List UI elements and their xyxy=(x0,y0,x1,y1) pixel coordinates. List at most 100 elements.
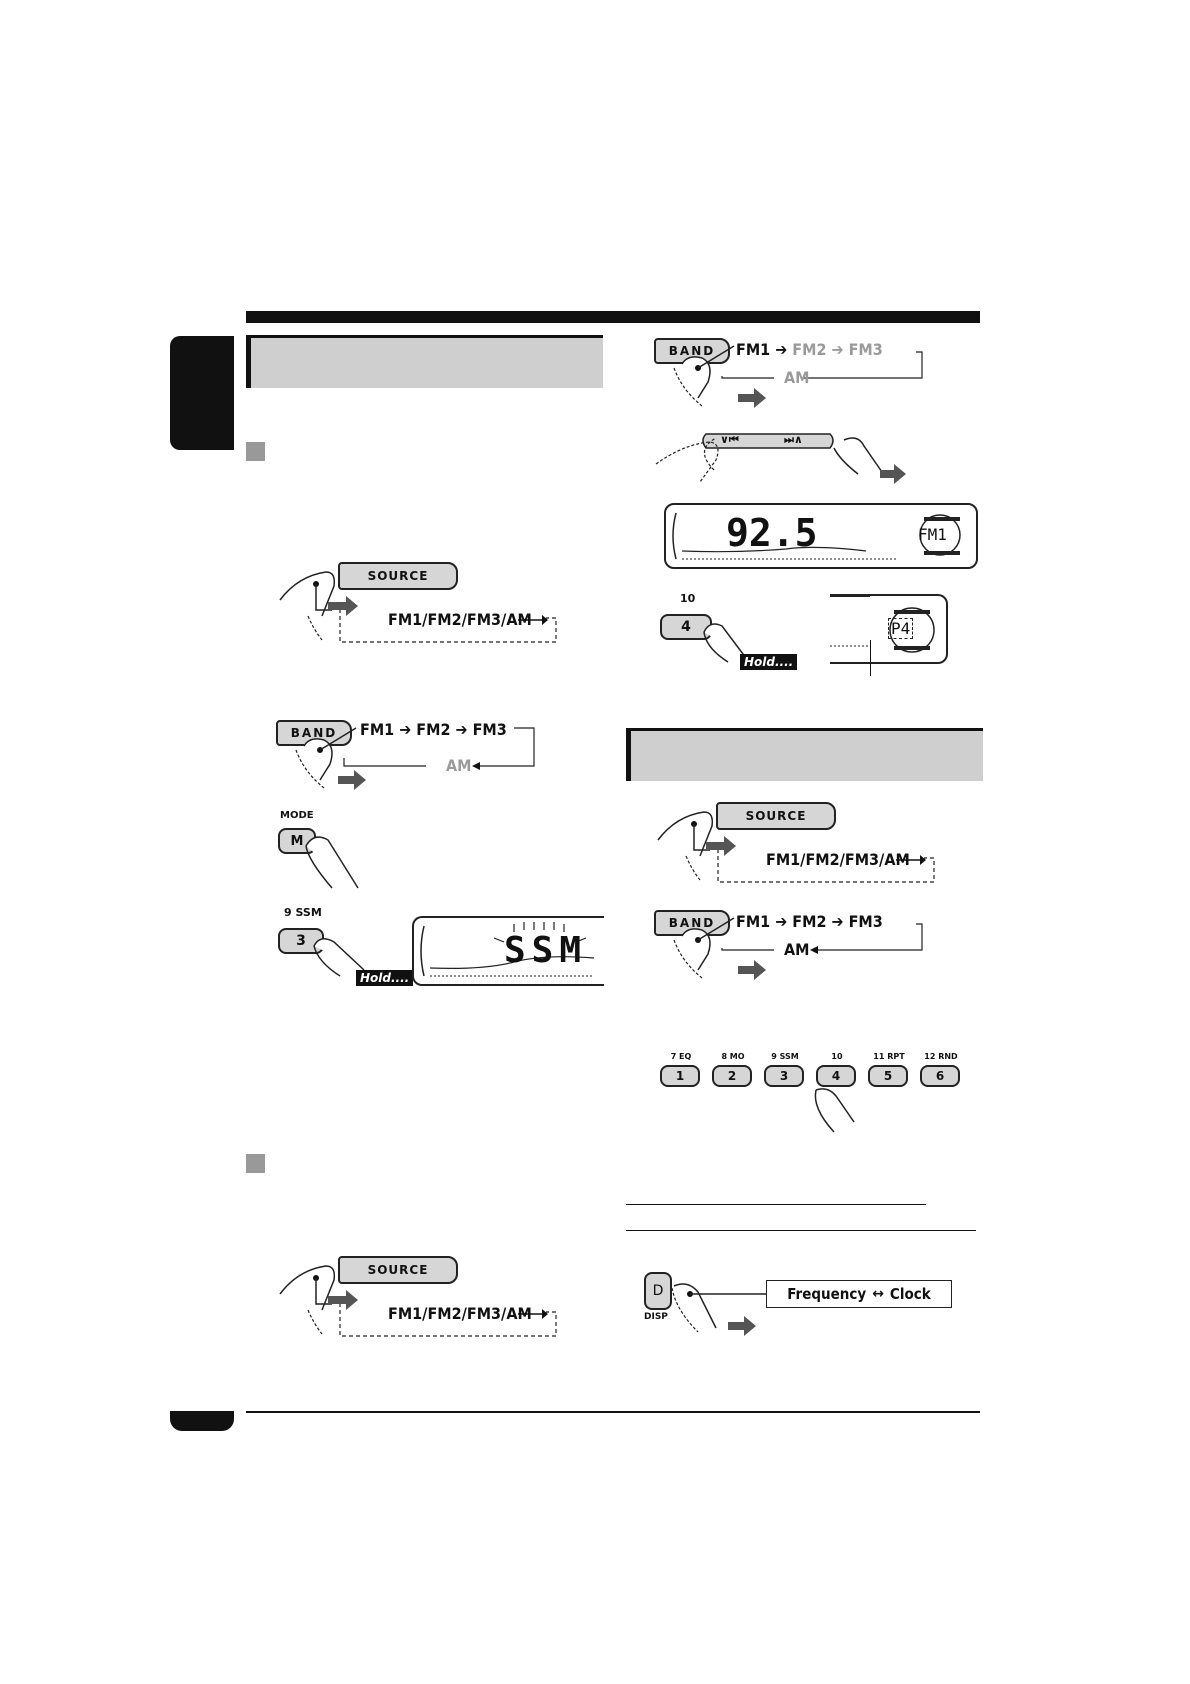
tuning-buttons-diagram: ∨⏮ ⏭∧ xyxy=(654,430,914,492)
finger-press-illustration xyxy=(279,571,557,643)
language-tab xyxy=(170,336,234,450)
source-diagram-3: SOURCE FM1/FM2/FM3/AM xyxy=(656,800,956,890)
lcd-band-text: FM1 xyxy=(918,525,947,544)
finger-press-illustration xyxy=(673,345,923,408)
callout-line xyxy=(870,640,871,676)
finger-press-illustration xyxy=(673,917,923,980)
preset-key-label: 7 EQ xyxy=(670,1052,692,1061)
band-am: AM xyxy=(446,756,472,775)
section-header-left xyxy=(246,335,603,388)
disp-clock: Clock xyxy=(889,1285,931,1303)
arrow-right-icon xyxy=(518,1309,548,1319)
double-arrow-icon: ↔ xyxy=(872,1286,884,1302)
source-button[interactable]: SOURCE xyxy=(338,1256,458,1284)
band-fm2: FM2 xyxy=(792,912,827,931)
preset-key-6-group: 12 RND 6 xyxy=(920,1052,962,1087)
tune-down-icon[interactable]: ∨⏮ xyxy=(720,433,739,446)
band-fm2: FM2 xyxy=(792,340,827,359)
source-button[interactable]: SOURCE xyxy=(338,562,458,590)
preset-key-5-group: 11 RPT 5 xyxy=(868,1052,910,1087)
arrow-right-icon xyxy=(518,615,548,625)
preset-key-3[interactable]: 3 xyxy=(278,928,324,954)
lcd-display-preset: P4 xyxy=(830,594,948,664)
tuning-bar-illustration xyxy=(655,433,906,484)
disp-sequence-box: Frequency ↔ Clock xyxy=(766,1280,952,1308)
source-diagram-1: SOURCE FM1/FM2/FM3/AM xyxy=(278,560,578,650)
divider-rule-short xyxy=(626,1204,926,1205)
preset-keys: 7 EQ 1 8 MO 2 9 SSM 3 10 4 11 RPT 5 12 R… xyxy=(660,1052,970,1092)
arrow-right-icon: ➔ xyxy=(831,340,844,359)
hold-badge: Hold.... xyxy=(740,654,798,670)
finger-press-illustration xyxy=(814,1088,855,1133)
finger-press-illustration xyxy=(671,1283,766,1336)
arrow-right-icon xyxy=(896,855,926,865)
section-header-right xyxy=(626,728,983,781)
source-sequence: FM1/FM2/FM3/AM xyxy=(388,610,532,629)
subsection-marker-1 xyxy=(246,442,265,461)
preset-key-2-group: 8 MO 2 xyxy=(712,1052,754,1087)
finger-press-illustration xyxy=(295,727,535,790)
band-fm3: FM3 xyxy=(472,720,507,739)
preset-key-3[interactable]: 3 xyxy=(764,1065,804,1087)
band-fm1: FM1 xyxy=(360,720,395,739)
lcd-display-ssm: SSM xyxy=(412,916,604,986)
source-diagram-2: SOURCE FM1/FM2/FM3/AM xyxy=(278,1254,578,1344)
divider-rule-long xyxy=(626,1230,976,1231)
disp-label: DISP xyxy=(644,1312,668,1322)
preset-key-4-group: 10 4 xyxy=(816,1052,858,1087)
disp-frequency: Frequency xyxy=(787,1285,867,1303)
source-button[interactable]: SOURCE xyxy=(716,802,836,830)
ssm-diagram: 9 SSM 3 Hold.... SSM xyxy=(278,906,604,986)
lcd-graphics xyxy=(830,595,935,653)
preset-store-diagram: 10 4 Hold.... xyxy=(660,592,798,672)
preset-label-10: 10 xyxy=(680,592,696,605)
arrow-right-icon: ➔ xyxy=(455,720,468,739)
preset-key-5[interactable]: 5 xyxy=(868,1065,908,1087)
preset-key-label: 12 RND xyxy=(924,1052,958,1061)
band-fm1: FM1 xyxy=(736,340,771,359)
subsection-marker-2 xyxy=(246,1154,265,1173)
band-fm3: FM3 xyxy=(848,912,883,931)
source-sequence: FM1/FM2/FM3/AM xyxy=(766,850,910,869)
preset-key-label: 11 RPT xyxy=(873,1052,905,1061)
lcd-preset-text: P4 xyxy=(888,618,914,639)
finger-press-illustration xyxy=(305,836,359,889)
preset-key-2[interactable]: 2 xyxy=(712,1065,752,1087)
band-fm2: FM2 xyxy=(416,720,451,739)
source-sequence: FM1/FM2/FM3/AM xyxy=(388,1304,532,1323)
arrow-right-icon: ➔ xyxy=(775,340,788,359)
band-sequence: FM1 ➔ FM2 ➔ FM3 xyxy=(360,720,507,739)
lcd-display-frequency: 92.5 FM1 xyxy=(664,503,978,569)
tune-up-icon[interactable]: ⏭∧ xyxy=(784,433,803,446)
lcd-graphics xyxy=(420,922,595,977)
band-fm1: FM1 xyxy=(736,912,771,931)
lcd-graphics xyxy=(672,512,961,560)
mode-label: MODE xyxy=(280,810,314,821)
disp-key[interactable]: D xyxy=(644,1272,672,1310)
preset-key-4[interactable]: 4 xyxy=(816,1065,856,1087)
preset-key-1[interactable]: 1 xyxy=(660,1065,700,1087)
band-diagram-right-top: BAND FM1 ➔ FM2 ➔ FM3 AM xyxy=(654,338,954,418)
arrow-right-icon: ➔ xyxy=(775,912,788,931)
display-key-diagram: D DISP Frequency ↔ Clock xyxy=(644,1272,964,1342)
band-am: AM xyxy=(784,368,810,387)
finger-press-illustration xyxy=(657,811,935,883)
finger-press-illustration xyxy=(313,938,365,977)
preset-key-label: 9 SSM xyxy=(771,1052,799,1061)
preset-keys-row: 7 EQ 1 8 MO 2 9 SSM 3 10 4 11 RPT 5 12 R… xyxy=(660,1052,970,1152)
finger-press-illustration xyxy=(279,1265,557,1337)
finger-press-illustration xyxy=(703,623,747,663)
top-rule xyxy=(246,311,980,323)
preset-key-label: 8 MO xyxy=(721,1052,745,1061)
arrow-right-icon: ➔ xyxy=(831,912,844,931)
band-fm3: FM3 xyxy=(848,340,883,359)
preset-key-6[interactable]: 6 xyxy=(920,1065,960,1087)
mode-key-diagram: MODE M xyxy=(278,810,398,890)
arrow-right-icon: ➔ xyxy=(399,720,412,739)
preset-key-label: 10 xyxy=(831,1052,843,1061)
page-number-tab xyxy=(170,1411,234,1431)
lcd-ssm-text: SSM xyxy=(504,930,588,971)
ssm-label: 9 SSM xyxy=(284,906,322,919)
band-diagram-right-bottom: BAND FM1 ➔ FM2 ➔ FM3 AM xyxy=(654,910,954,990)
band-am: AM xyxy=(784,940,810,959)
